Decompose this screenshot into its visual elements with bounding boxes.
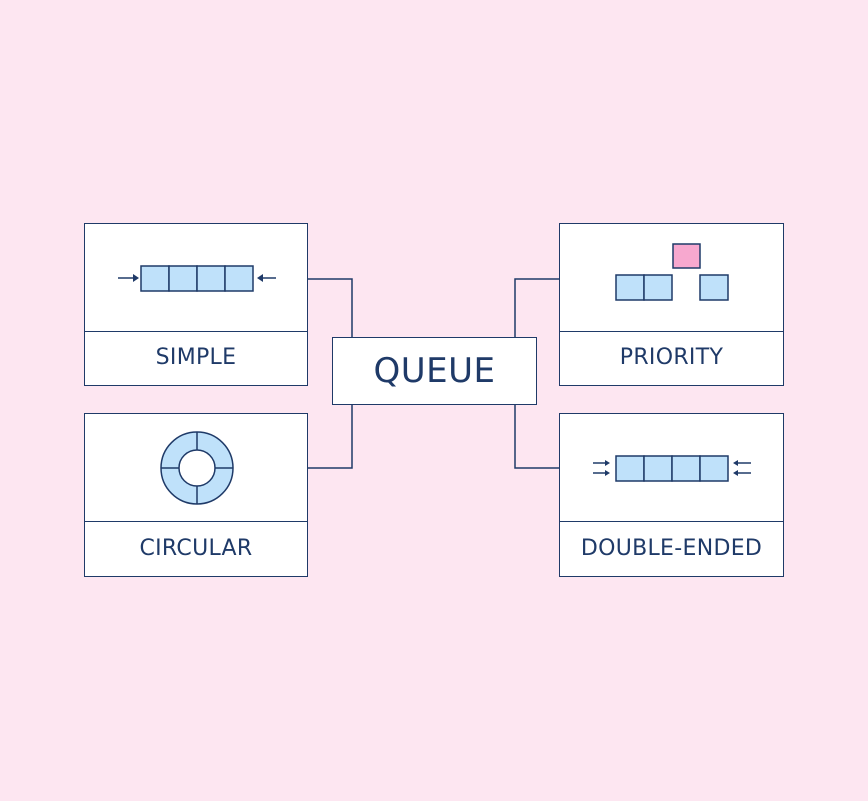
card-circular: CIRCULAR: [84, 413, 308, 577]
simple-icon-area: [85, 224, 307, 332]
circular-icon-area: [85, 414, 307, 522]
circular-label: CIRCULAR: [139, 536, 253, 561]
card-simple: SIMPLE: [84, 223, 308, 386]
simple-queue-icon: [118, 265, 276, 292]
connector-simple: [308, 278, 353, 337]
double-ended-icon-area: [560, 414, 783, 522]
card-priority: PRIORITY: [559, 223, 784, 386]
connector-circular: [308, 405, 353, 469]
priority-label: PRIORITY: [619, 345, 724, 370]
double-ended-queue-icon: [593, 455, 751, 482]
double-ended-label: DOUBLE-ENDED: [580, 536, 763, 561]
card-double-ended: DOUBLE-ENDED: [559, 413, 784, 577]
connector-priority: [514, 278, 559, 337]
priority-icon-area: [560, 224, 783, 332]
queue-center-box: QUEUE: [332, 337, 537, 405]
simple-label: SIMPLE: [155, 345, 237, 370]
connector-double-ended: [514, 405, 559, 469]
circular-queue-icon: [160, 431, 234, 505]
priority-queue-icon: [615, 243, 729, 301]
queue-title: QUEUE: [373, 351, 496, 391]
